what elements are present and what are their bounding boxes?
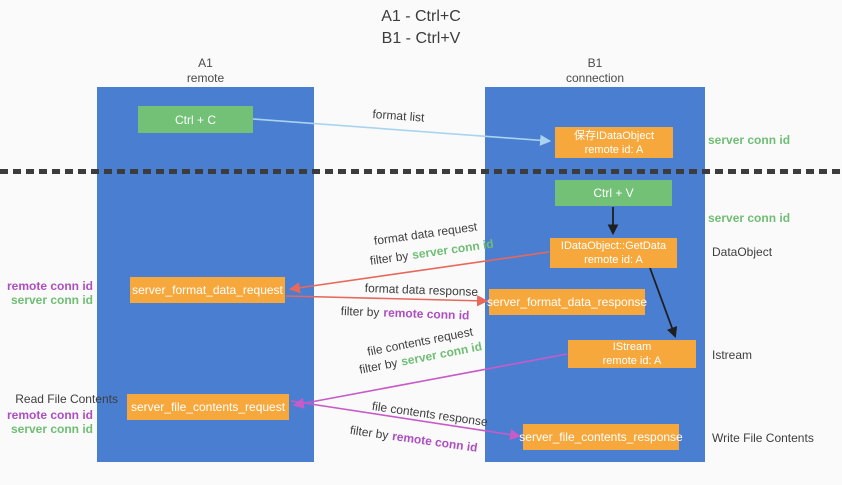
diagram-title: A1 - Ctrl+C B1 - Ctrl+V: [0, 6, 842, 50]
format-data-request-arrow: [288, 251, 550, 294]
read-file-contents-label: Read File Contents: [15, 392, 118, 406]
idataobject-getdata-node: IDataObject::GetData remote id: A: [550, 238, 677, 268]
filter-by-text: filter by: [340, 304, 380, 320]
server-format-data-response-label: server_format_data_response: [486, 295, 648, 309]
remote-conn-id-side-label-2: remote conn id: [6, 408, 93, 422]
copy-paste-separator-line: [0, 169, 842, 174]
istream-line1: IStream: [612, 341, 652, 353]
getdata-line1: IDataObject::GetData: [560, 240, 667, 252]
server-conn-id-side-label-4: server conn id: [10, 422, 93, 436]
title-line-2: B1 - Ctrl+V: [381, 30, 461, 47]
getdata-to-istream-arrow: [649, 267, 678, 339]
remote-conn-id-side-label-1: remote conn id: [6, 279, 93, 293]
save-idataobject-node: 保存IDataObject remote id: A: [555, 127, 673, 158]
server-file-contents-request-label: server_file_contents_request: [130, 400, 286, 414]
column-b1-sublabel: connection: [565, 71, 625, 85]
save-idataobject-line2: remote id: A: [584, 143, 644, 156]
format-data-response-arrow: [285, 295, 489, 307]
istream-side-label: Istream: [712, 348, 753, 362]
server-file-contents-request-node: server_file_contents_request: [127, 394, 289, 420]
server-conn-id-side-label-2: server conn id: [708, 211, 791, 225]
file-contents-request-arrow: [292, 353, 568, 409]
server-format-data-response-node: server_format_data_response: [486, 289, 648, 315]
column-header-b1: B1 connection: [485, 56, 705, 86]
ctrl-v-label: Ctrl + V: [593, 186, 634, 200]
server-format-data-request-label: server_format_data_request: [132, 283, 283, 297]
server-file-contents-response-node: server_file_contents_response: [519, 424, 683, 450]
server-conn-id-side-label-3: server conn id: [10, 293, 93, 307]
ctrl-v-node: Ctrl + V: [555, 180, 672, 206]
save-idataobject-line1: 保存IDataObject: [573, 129, 655, 142]
server-conn-id-side-label-1: server conn id: [708, 133, 791, 147]
server-format-data-request-node: server_format_data_request: [130, 277, 285, 303]
dataobject-side-label: DataObject: [712, 245, 773, 259]
write-file-contents-label: Write File Contents: [712, 431, 814, 445]
server-file-contents-response-label: server_file_contents_response: [519, 430, 683, 444]
format-list-arrow: [252, 118, 552, 146]
ctrl-c-label: Ctrl + C: [174, 112, 216, 127]
istream-line2: remote id: A: [602, 355, 662, 367]
istream-node: IStream remote id: A: [568, 340, 696, 368]
ctrl-c-node: Ctrl + C: [138, 106, 253, 133]
file-contents-response-arrow: [290, 400, 522, 441]
column-header-a1: A1 remote: [97, 56, 314, 86]
column-a1-label: A1: [198, 56, 213, 70]
column-b1-label: B1: [587, 56, 603, 70]
title-line-1: A1 - Ctrl+C: [381, 8, 461, 25]
getdata-line2: remote id: A: [584, 254, 643, 266]
column-a1-sublabel: remote: [186, 71, 225, 85]
remote-conn-id-text: remote conn id: [383, 305, 470, 323]
